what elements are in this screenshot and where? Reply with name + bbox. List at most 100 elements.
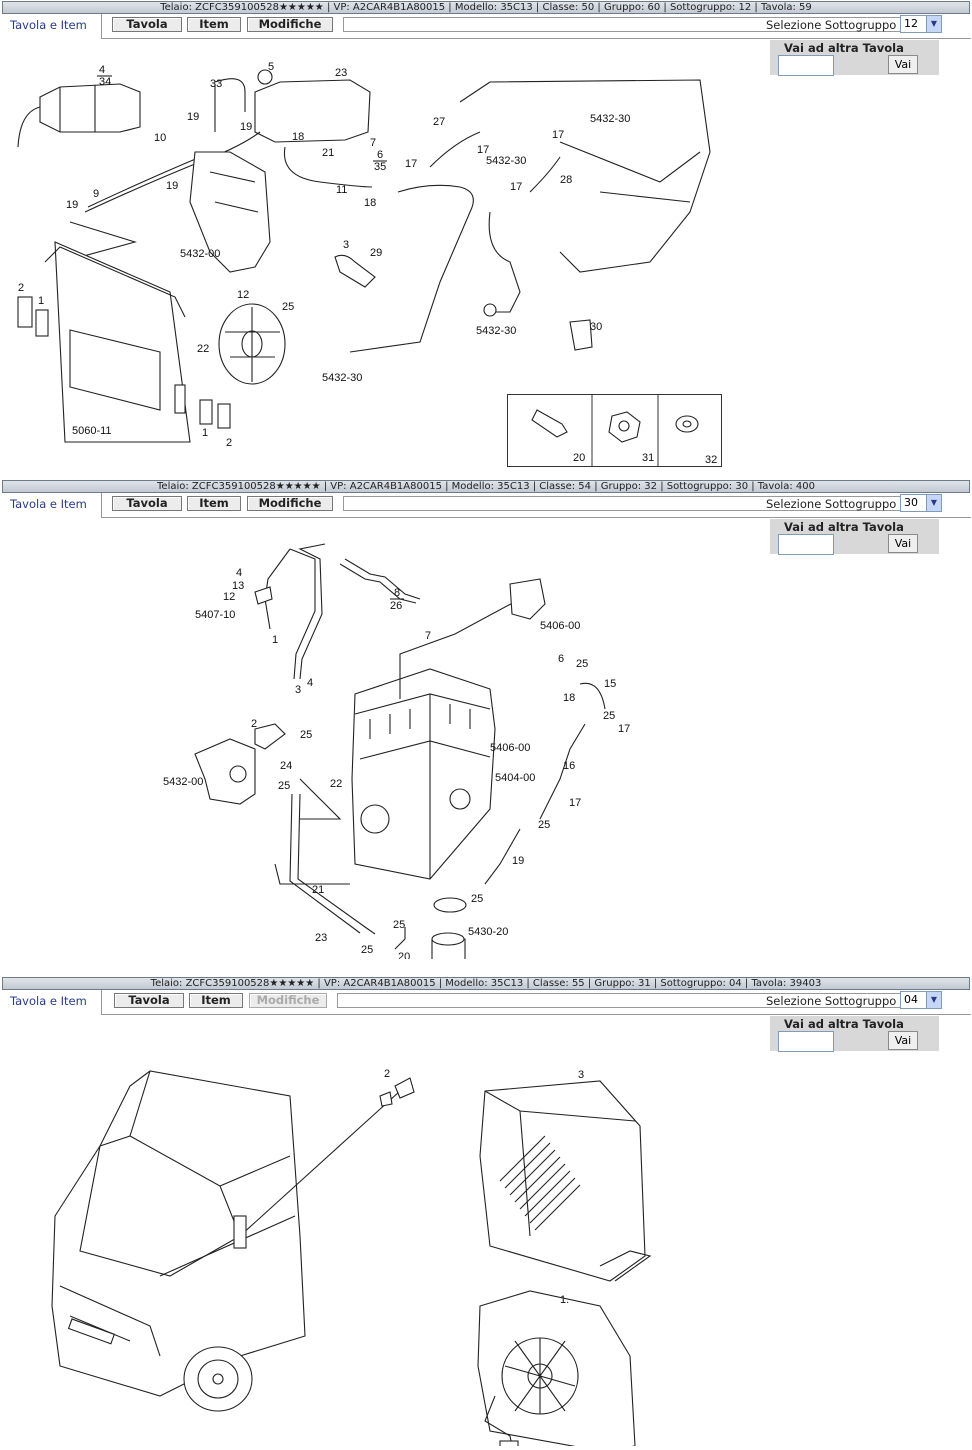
modifiche-button: Modifiche xyxy=(249,993,327,1008)
tab-tavola-e-item[interactable]: Tavola e Item xyxy=(0,493,102,517)
item-button[interactable]: Item xyxy=(187,496,241,511)
callout-label: 25 xyxy=(282,301,294,313)
sottogruppo-value: 04 xyxy=(904,993,918,1006)
callout-label: 1. xyxy=(560,1294,569,1306)
selection-bar xyxy=(343,496,939,511)
callout-label: 22 xyxy=(197,343,209,355)
callout-label: 33 xyxy=(210,78,222,90)
tavola-button[interactable]: Tavola xyxy=(112,17,182,32)
callout-label: 9 xyxy=(93,188,99,200)
callout-label: 25 xyxy=(538,819,550,831)
callout-label: 25 xyxy=(278,780,290,792)
callout-label: 7 xyxy=(370,137,376,149)
tavola-button[interactable]: Tavola xyxy=(114,993,184,1008)
vai-button[interactable]: Vai xyxy=(888,55,918,74)
tab-underline xyxy=(101,38,971,39)
callout-label: 3 xyxy=(578,1069,584,1081)
vai-title: Vai ad altra Tavola xyxy=(784,41,904,55)
callout-label: 18 xyxy=(364,197,376,209)
callout-label: 17 xyxy=(510,181,522,193)
callout-label: 26 xyxy=(390,600,402,612)
vehicle-info-header: Telaio: ZCFC359100528★★★★★ | VP: A2CAR4B… xyxy=(2,480,970,493)
callout-label: 5432-30 xyxy=(590,113,630,125)
callout-label: 27 xyxy=(433,116,445,128)
callout-label: 25 xyxy=(603,710,615,722)
panel-tavola-59: Telaio: ZCFC359100528★★★★★ | VP: A2CAR4B… xyxy=(0,0,972,478)
sottogruppo-select[interactable]: 04 ▼ xyxy=(900,991,942,1009)
callout-label: 19 xyxy=(240,121,252,133)
callout-label: 1 xyxy=(272,634,278,646)
callout-label: 1 xyxy=(38,295,44,307)
callout-label: 21 xyxy=(322,147,334,159)
callout-label: 3 xyxy=(295,684,301,696)
callout-label: 19 xyxy=(512,855,524,867)
modifiche-button[interactable]: Modifiche xyxy=(247,496,333,511)
callout-label: 5060-11 xyxy=(72,425,112,437)
sottogruppo-label: Selezione Sottogruppo xyxy=(766,18,897,32)
callout-label: 19 xyxy=(166,180,178,192)
vai-button[interactable]: Vai xyxy=(888,1031,918,1050)
chevron-down-icon[interactable]: ▼ xyxy=(926,992,941,1008)
callout-label: 34 xyxy=(99,76,111,88)
vai-ad-altra-tavola-box: Vai ad altra Tavola Vai xyxy=(770,519,939,555)
callout-label: 5432-00 xyxy=(163,776,203,788)
callout-label: 5430-20 xyxy=(468,926,508,938)
callout-label: 19 xyxy=(66,199,78,211)
panel-tavola-400: Telaio: ZCFC359100528★★★★★ | VP: A2CAR4B… xyxy=(0,479,972,969)
tab-tavola-e-item[interactable]: Tavola e Item xyxy=(0,14,102,38)
hardware-inset: 20 31 32 xyxy=(507,394,722,467)
tab-underline xyxy=(101,1014,971,1015)
item-button[interactable]: Item xyxy=(187,17,241,32)
vehicle-info-header: Telaio: ZCFC359100528★★★★★ | VP: A2CAR4B… xyxy=(2,1,970,14)
callout-label: 5404-00 xyxy=(495,772,535,784)
callout-label: 6 xyxy=(377,149,383,161)
sottogruppo-label: Selezione Sottogruppo xyxy=(766,497,897,511)
callout-label: 2 xyxy=(226,437,232,449)
callout-label: 23 xyxy=(315,932,327,944)
selection-bar xyxy=(343,17,939,32)
callout-label: 5432-30 xyxy=(486,155,526,167)
tab-tavola-e-item[interactable]: Tavola e Item xyxy=(0,990,102,1014)
callout-label: 11 xyxy=(336,184,347,196)
tavola-number-input[interactable] xyxy=(778,534,834,555)
callout-label: 16 xyxy=(563,760,575,772)
callout-label: 13 xyxy=(232,580,244,592)
callout-label: 17 xyxy=(477,144,489,156)
sottogruppo-select[interactable]: 30 ▼ xyxy=(900,494,942,512)
callout-label: 25 xyxy=(300,729,312,741)
vai-ad-altra-tavola-box: Vai ad altra Tavola Vai xyxy=(770,1016,939,1052)
callout-label: 17 xyxy=(552,129,564,141)
callout-label: 10 xyxy=(154,132,166,144)
parts-diagram-heater: 2 3 1. xyxy=(51,1068,652,1446)
callout-label: 12 xyxy=(237,289,249,301)
callout-label: 17 xyxy=(618,723,630,735)
modifiche-button[interactable]: Modifiche xyxy=(247,17,333,32)
sottogruppo-select[interactable]: 12 ▼ xyxy=(900,15,942,33)
inset-label-20: 20 xyxy=(573,452,585,464)
callout-label: 21 xyxy=(312,884,324,896)
callout-label: 20 xyxy=(398,951,410,959)
chevron-down-icon[interactable]: ▼ xyxy=(926,16,941,32)
vai-button[interactable]: Vai xyxy=(888,534,918,553)
tavola-button[interactable]: Tavola xyxy=(112,496,182,511)
callout-label: 24 xyxy=(280,760,292,772)
vai-title: Vai ad altra Tavola xyxy=(784,520,904,534)
callout-label: 29 xyxy=(370,247,382,259)
tavola-number-input[interactable] xyxy=(778,55,834,76)
sottogruppo-value: 12 xyxy=(904,17,918,30)
callout-label: 5 xyxy=(268,61,274,73)
item-button[interactable]: Item xyxy=(189,993,243,1008)
callout-label: 7 xyxy=(425,630,431,642)
tavola-number-input[interactable] xyxy=(778,1031,834,1052)
chevron-down-icon[interactable]: ▼ xyxy=(926,495,941,511)
callout-label: 4 xyxy=(307,677,313,689)
callout-label: 15 xyxy=(604,678,616,690)
inset-label-32: 32 xyxy=(705,454,717,466)
callout-label: 8 xyxy=(394,587,400,599)
selection-bar xyxy=(337,993,939,1008)
callout-label: 1 xyxy=(202,427,208,439)
callout-label: 18 xyxy=(563,692,575,704)
inset-label-31: 31 xyxy=(642,452,654,464)
panel-tavola-39403: Telaio: ZCFC359100528★★★★★ | VP: A2CAR4B… xyxy=(0,976,972,1450)
